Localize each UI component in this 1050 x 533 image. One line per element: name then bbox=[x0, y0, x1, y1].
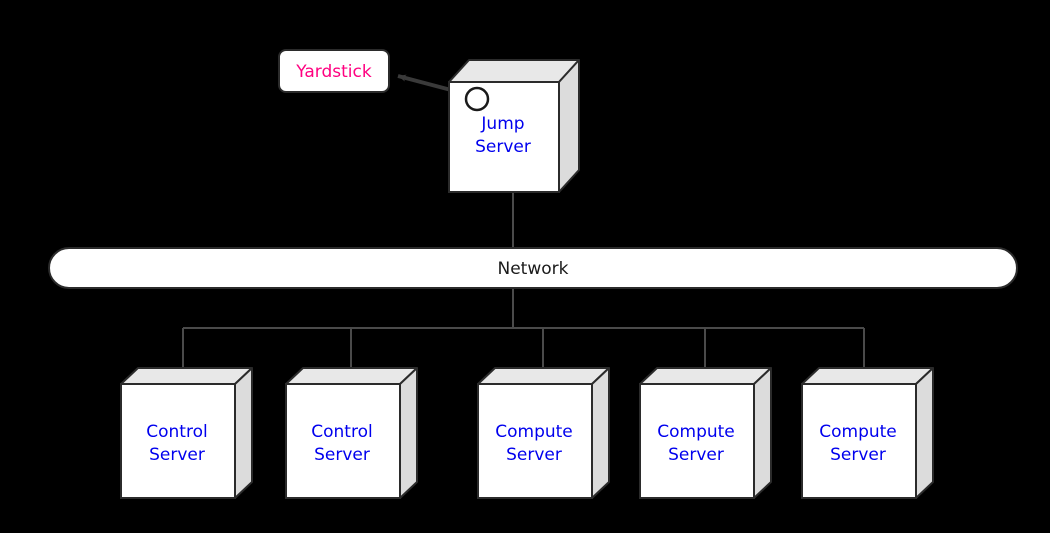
jump-server-top-face bbox=[448, 59, 580, 83]
node-2-front-face bbox=[285, 383, 401, 499]
jump-server-label-line2: Server bbox=[475, 137, 531, 157]
node-1-side-face bbox=[234, 367, 253, 499]
node-4-label-line1: Compute bbox=[657, 422, 735, 442]
node-box-3[interactable]: Compute Server bbox=[477, 367, 610, 499]
network-bar[interactable]: Network bbox=[48, 247, 1018, 289]
yardstick-box-shape bbox=[278, 49, 390, 93]
node-box-5[interactable]: Compute Server bbox=[801, 367, 934, 499]
yardstick-box[interactable]: Yardstick bbox=[278, 49, 390, 93]
node-2-top-face bbox=[285, 367, 418, 385]
node-5-side-face bbox=[915, 367, 934, 499]
node-1-front-face bbox=[120, 383, 236, 499]
node-2-label-line1: Control bbox=[311, 422, 372, 442]
network-label: Network bbox=[498, 259, 569, 279]
node-5-label-line1: Compute bbox=[819, 422, 897, 442]
node-2-side-face bbox=[399, 367, 418, 499]
node-4-label-line2: Server bbox=[668, 445, 724, 465]
node-4-top-face bbox=[639, 367, 772, 385]
node-1-label-line1: Control bbox=[146, 422, 207, 442]
node-1-label-line2: Server bbox=[149, 445, 205, 465]
yardstick-label: Yardstick bbox=[295, 62, 372, 82]
node-box-4[interactable]: Compute Server bbox=[639, 367, 772, 499]
node-3-top-face bbox=[477, 367, 610, 385]
jump-server-box[interactable]: Jump Server bbox=[448, 59, 580, 193]
node-5-front-face bbox=[801, 383, 917, 499]
node-5-label-line2: Server bbox=[830, 445, 886, 465]
node-5-top-face bbox=[801, 367, 934, 385]
node-box-1[interactable]: Control Server bbox=[120, 367, 253, 499]
node-4-side-face bbox=[753, 367, 772, 499]
node-3-label-line2: Server bbox=[506, 445, 562, 465]
connector-group bbox=[182, 74, 865, 372]
node-3-label-line1: Compute bbox=[495, 422, 573, 442]
jump-server-label-line1: Jump bbox=[480, 114, 524, 134]
jump-server-side-face bbox=[558, 59, 580, 193]
node-1-top-face bbox=[120, 367, 253, 385]
node-3-front-face bbox=[477, 383, 593, 499]
network-bar-shape bbox=[48, 247, 1018, 289]
node-3-side-face bbox=[591, 367, 610, 499]
circle-port-icon bbox=[464, 86, 490, 112]
node-box-2[interactable]: Control Server bbox=[285, 367, 418, 499]
node-2-label-line2: Server bbox=[314, 445, 370, 465]
node-4-front-face bbox=[639, 383, 755, 499]
